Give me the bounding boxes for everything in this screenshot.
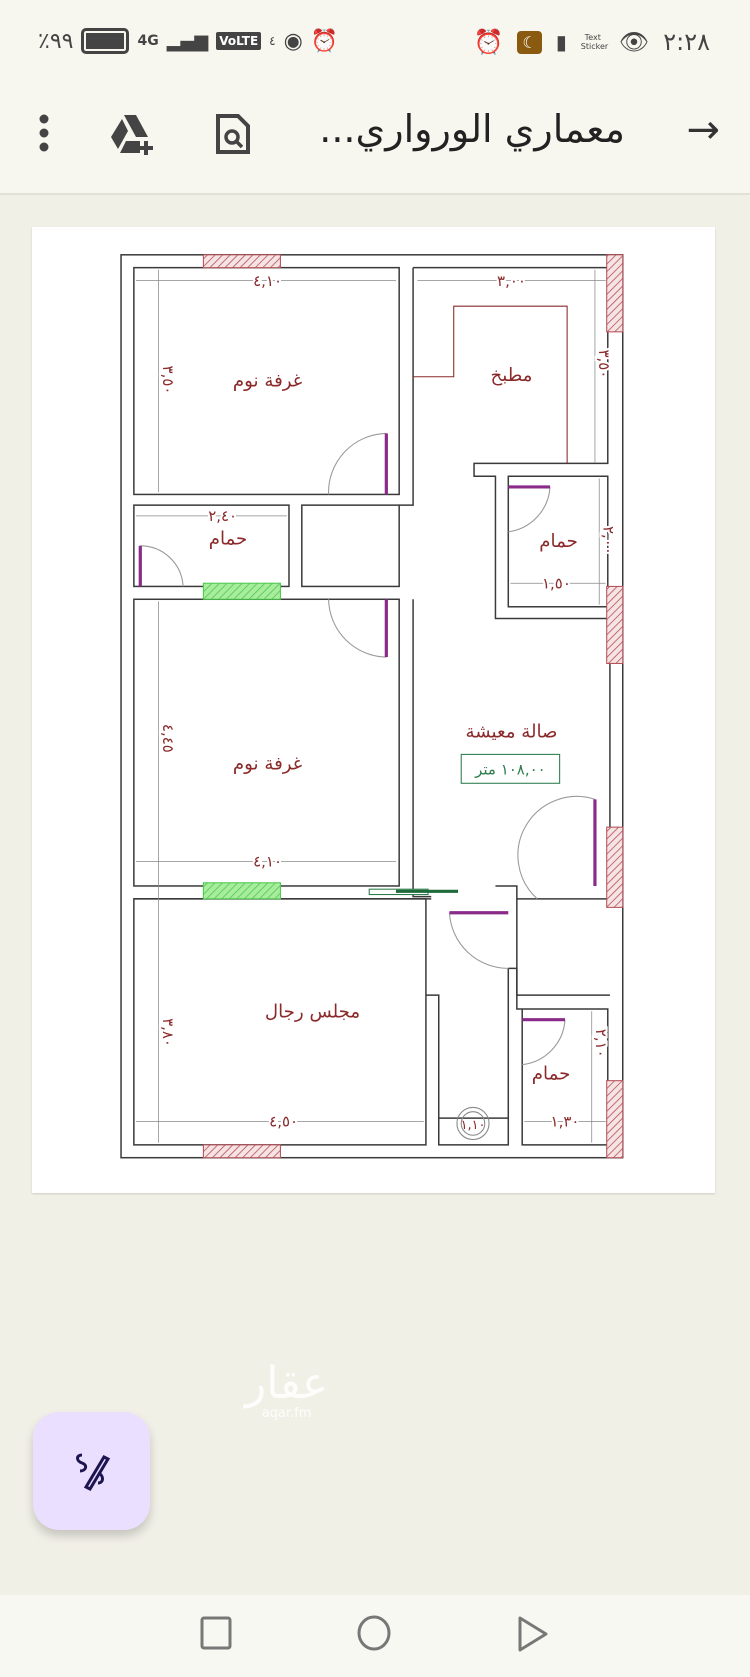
green-windows <box>202 582 281 900</box>
area-box <box>460 753 561 784</box>
room-label-bath1: حمام <box>209 529 248 550</box>
room-label-bath2: حمام <box>539 531 578 552</box>
room-label-bedroom2: غرفة نوم <box>233 753 303 774</box>
dim-label: ٢,١٠ <box>592 1029 610 1058</box>
dim-label: ٤,٤٥ <box>159 724 177 753</box>
dim-label: ٣,٥٠ <box>159 366 177 395</box>
back-arrow-icon[interactable]: → <box>686 107 720 153</box>
watermark-logo: عقار <box>245 1358 329 1409</box>
dim-label: ٢,٤٠ <box>208 507 237 525</box>
room-label-bath3: حمام <box>532 1064 571 1085</box>
network-type: 4G <box>137 33 159 49</box>
dim-label: ١,١٠ <box>461 1118 486 1133</box>
drive-add-icon[interactable] <box>110 113 158 161</box>
alarm-icon: ⏰ <box>473 28 504 56</box>
alarm-icon: ⏰ <box>310 28 339 54</box>
dim-label: ٣,٥٠ <box>595 349 613 378</box>
room-label-bedroom1: غرفة نوم <box>233 370 303 391</box>
dim-label: ٢,٠٠ <box>600 526 618 555</box>
battery-icon <box>81 28 130 54</box>
more-vert-icon[interactable] <box>38 113 50 157</box>
dim-label: ٣,٠٠ <box>497 272 526 290</box>
room-label-living: صالة معيشة <box>466 721 558 742</box>
battery-percent: ٪٩٩ <box>38 28 74 54</box>
app-bar: → معماري الورواري... <box>0 85 750 195</box>
dim-label: ٤,١٠ <box>253 853 282 871</box>
windows <box>202 254 624 1159</box>
document-search-icon[interactable] <box>215 113 251 159</box>
volte-badge: VoLTE <box>216 32 262 50</box>
text-sticker-icon: Text Sticker <box>580 33 609 51</box>
battery-alert-icon: ▮ <box>555 30 567 54</box>
eye-icon: 👁 <box>618 28 650 56</box>
dim-label: ١,٥٠ <box>542 575 571 593</box>
watermark-site: aqar.fm <box>261 1406 312 1421</box>
door-swings <box>140 432 596 1066</box>
back-triangle-icon[interactable] <box>516 1615 550 1653</box>
area-label: ١٠٨,٠٠ متر <box>474 761 546 779</box>
sim-label: ٤ <box>269 34 276 48</box>
document-title: معماري الورواري... <box>319 107 625 151</box>
system-nav-bar <box>0 1595 750 1677</box>
watermark: عقار aqar.fm <box>245 1358 329 1422</box>
signal-icon: ▂▄▆ <box>166 30 209 52</box>
hotspot-icon: ◉ <box>283 28 303 54</box>
dim-label: ٣,٨٠ <box>159 1018 177 1047</box>
dim-label: ١,٣٠ <box>551 1113 580 1131</box>
edit-sign-icon <box>75 1453 110 1491</box>
walls <box>120 254 624 1159</box>
kitchen-counter <box>413 305 568 464</box>
recents-square-icon[interactable] <box>199 1615 233 1651</box>
edit-sign-button[interactable] <box>33 1412 150 1530</box>
door-leaves <box>138 433 597 1022</box>
clock: ٢:٢٨ <box>663 28 710 56</box>
home-circle-icon[interactable] <box>356 1615 392 1651</box>
dim-label: ٤,١٠ <box>253 272 282 290</box>
room-label-kitchen: مطبخ <box>491 365 533 386</box>
room-label-majlis: مجلس رجال <box>265 1002 360 1023</box>
floorplan-image[interactable]: غرفة نوم مطبخ حمام حمام صالة معيشة غرفة … <box>32 227 715 1193</box>
dimension-lines <box>136 269 606 1143</box>
dim-label: ٤,٥٠ <box>269 1113 298 1131</box>
floorplan-drawing: غرفة نوم مطبخ حمام حمام صالة معيشة غرفة … <box>120 254 624 1159</box>
app-notification-icon: ☾ <box>517 30 542 54</box>
status-bar: ٪٩٩ 4G ▂▄▆ VoLTE ٤ ◉ ⏰ ⏰ ☾ ▮ Text Sticke… <box>0 0 750 85</box>
